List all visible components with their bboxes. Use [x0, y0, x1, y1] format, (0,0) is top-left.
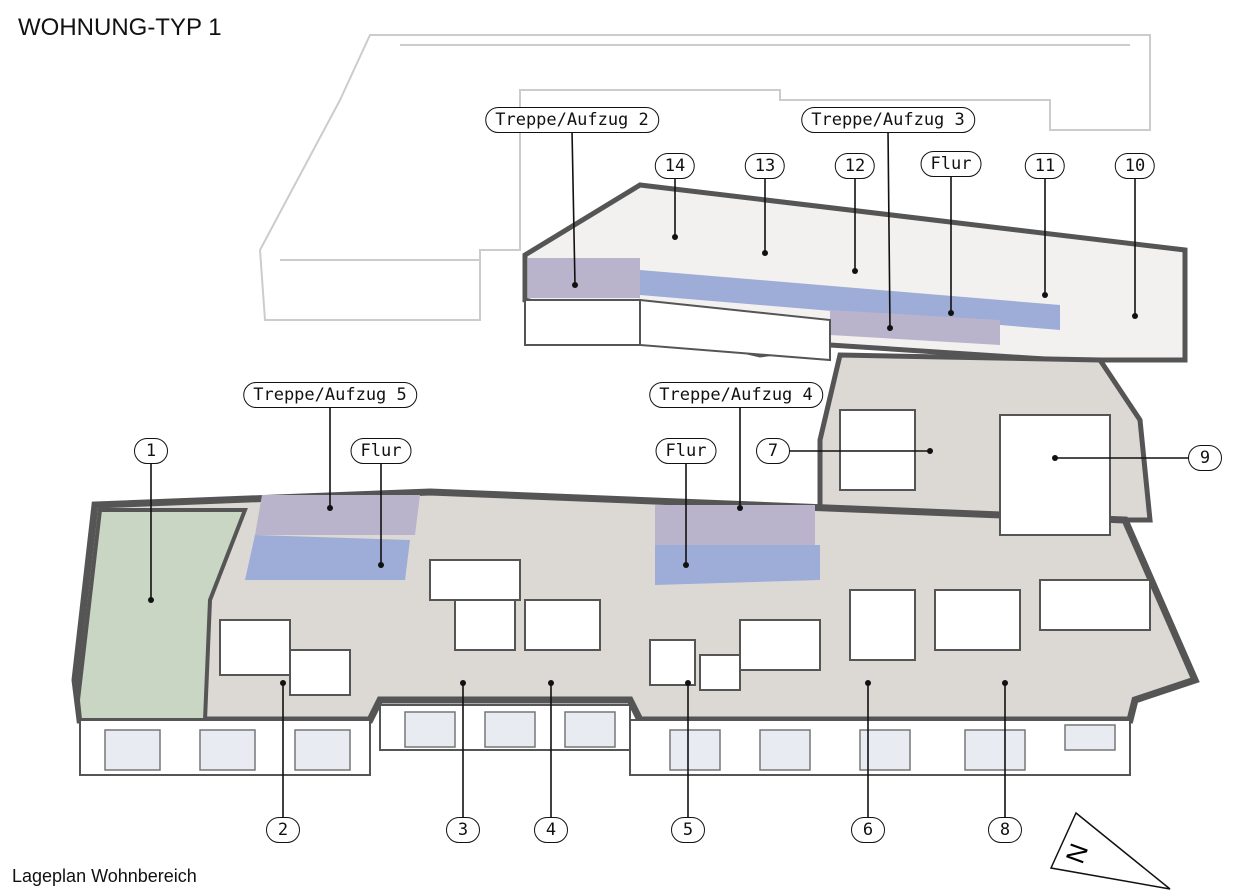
stair-zone-5 — [255, 495, 420, 535]
label-unit-11: 11 — [1024, 153, 1066, 179]
north-arrow-icon — [1049, 811, 1171, 890]
label-unit-1: 1 — [134, 438, 168, 464]
label-unit-14: 14 — [654, 153, 696, 179]
corridor-mid — [655, 545, 820, 585]
label-unit-8: 8 — [988, 817, 1022, 843]
label-flur-upper: Flur — [920, 151, 982, 177]
caption: Lageplan Wohnbereich — [12, 866, 197, 886]
label-unit-9: 9 — [1188, 445, 1222, 471]
label-unit-3: 3 — [446, 817, 480, 843]
faded-building-outline — [258, 34, 1151, 321]
label-flur-left: Flur — [350, 438, 412, 464]
label-treppe-aufzug-5: Treppe/Aufzug 5 — [243, 382, 417, 408]
label-treppe-aufzug-2: Treppe/Aufzug 2 — [485, 107, 659, 133]
stair-zone-4 — [655, 505, 815, 545]
stair-zone-2 — [528, 258, 640, 298]
label-unit-6: 6 — [851, 817, 885, 843]
label-unit-10: 10 — [1114, 153, 1156, 179]
label-unit-4: 4 — [534, 817, 568, 843]
label-flur-middle: Flur — [655, 438, 717, 464]
label-unit-13: 13 — [744, 153, 786, 179]
windows — [104, 711, 1116, 771]
leader-dots — [148, 234, 1138, 686]
corridor-top — [640, 270, 1060, 330]
leader-lines — [150, 129, 1190, 818]
label-unit-12: 12 — [834, 153, 876, 179]
label-treppe-aufzug-3: Treppe/Aufzug 3 — [801, 107, 975, 133]
lower-wing — [71, 409, 1200, 776]
label-unit-2: 2 — [266, 817, 300, 843]
page-title: WOHNUNG-TYP 1 — [18, 14, 222, 41]
stair-zone-3 — [830, 310, 1000, 345]
label-unit-7: 7 — [756, 438, 790, 464]
label-treppe-aufzug-4: Treppe/Aufzug 4 — [649, 382, 823, 408]
corridor-left — [245, 535, 410, 580]
label-unit-5: 5 — [671, 817, 705, 843]
